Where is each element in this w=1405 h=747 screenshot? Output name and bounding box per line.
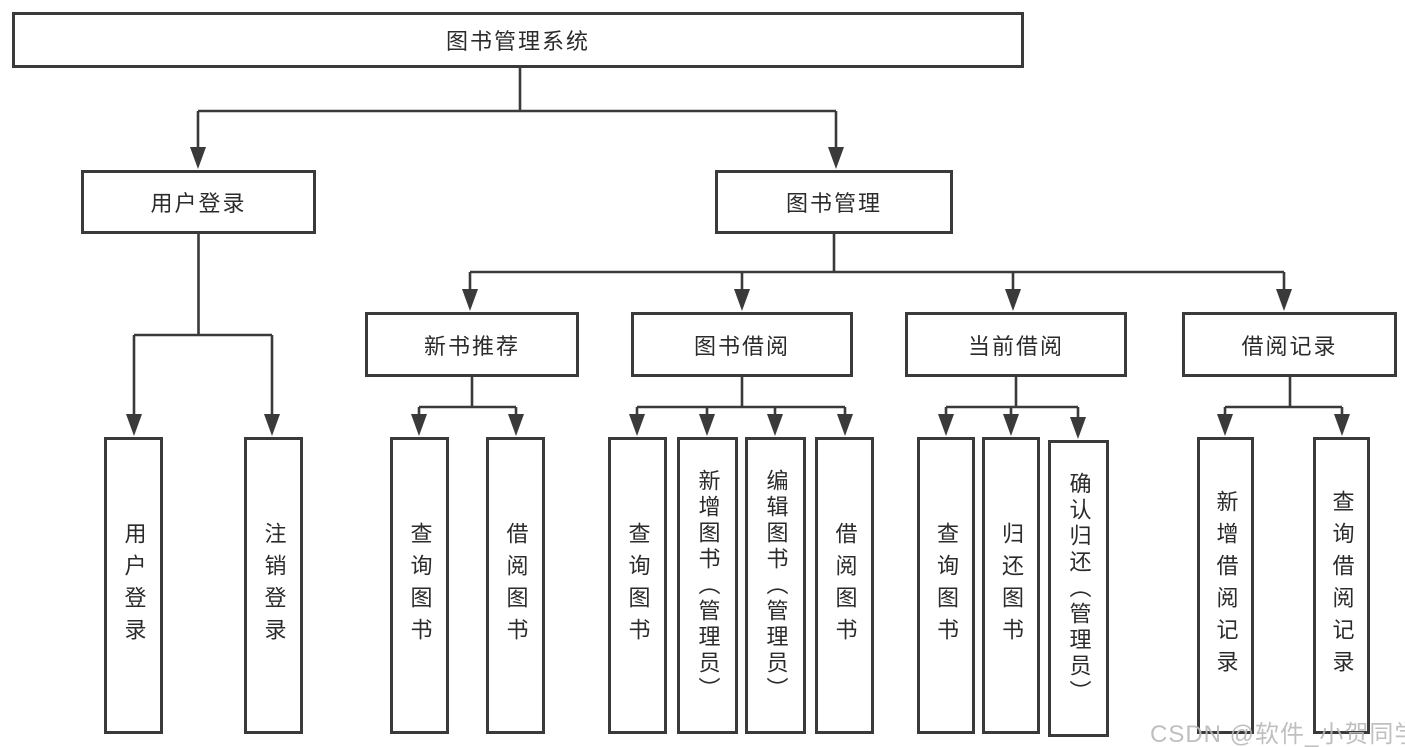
leaf-edit-book-admin: 编辑图书（管理员）	[745, 437, 806, 734]
node-label: 用户登录	[150, 191, 247, 216]
node-book-borrow: 图书借阅	[631, 312, 853, 377]
csdn-watermark: CSDN @软件_小贺同学	[1150, 721, 1405, 747]
leaf-query-borrow-record: 查询借阅记录	[1313, 437, 1370, 734]
leaf-borrow-books-1: 借阅图书	[486, 437, 545, 734]
node-current-borrow: 当前借阅	[905, 312, 1127, 377]
leaf-query-books-1: 查询图书	[390, 437, 449, 734]
arrow-down-icon	[1003, 414, 1019, 436]
arrow-down-icon	[1005, 289, 1021, 311]
node-label: 新书推荐	[423, 333, 520, 359]
leaf-add-borrow-record: 新增借阅记录	[1197, 437, 1254, 734]
arrow-down-icon	[938, 414, 954, 436]
leaf-label: 新增借阅记录	[1213, 489, 1239, 682]
leaf-add-book-admin: 新增图书（管理员）	[677, 437, 738, 734]
arrow-down-icon	[411, 414, 427, 436]
arrow-down-icon	[699, 414, 715, 436]
node-label: 图书借阅	[693, 333, 790, 359]
arrow-down-icon	[1070, 417, 1086, 439]
leaf-return-books: 归还图书	[982, 437, 1040, 734]
leaf-label: 查询图书	[407, 521, 433, 650]
leaf-query-books-2: 查询图书	[608, 437, 667, 734]
leaf-label: 借阅图书	[832, 521, 858, 650]
arrow-down-icon	[1217, 414, 1233, 436]
arrow-down-icon	[629, 414, 645, 436]
arrowhead-icons	[126, 147, 1350, 439]
arrow-down-icon	[837, 414, 853, 436]
arrow-down-icon	[1334, 414, 1350, 436]
leaf-query-books-3: 查询图书	[917, 437, 975, 734]
leaf-label: 查询图书	[934, 521, 959, 650]
leaf-borrow-books-2: 借阅图书	[815, 437, 874, 734]
arrow-down-icon	[734, 289, 750, 311]
node-book-management-branch: 图书管理	[715, 170, 953, 234]
leaf-label: 确认归还（管理员）	[1066, 471, 1092, 706]
arrow-down-icon	[767, 414, 783, 436]
node-root-label: 图书管理系统	[445, 29, 590, 54]
leaf-logout: 注销登录	[244, 437, 303, 734]
node-user-login-branch: 用户登录	[81, 170, 316, 234]
leaf-label: 借阅图书	[503, 521, 529, 650]
leaf-label: 编辑图书（管理员）	[763, 468, 789, 703]
node-new-book-recommend: 新书推荐	[365, 312, 579, 377]
node-root: 图书管理系统	[12, 12, 1024, 68]
leaf-label: 查询借阅记录	[1329, 489, 1355, 682]
leaf-label: 归还图书	[999, 521, 1024, 650]
arrow-down-icon	[126, 414, 142, 436]
leaf-label: 用户登录	[121, 521, 147, 650]
arrow-down-icon	[190, 147, 206, 169]
leaf-label: 新增图书（管理员）	[695, 468, 721, 703]
node-borrow-records: 借阅记录	[1182, 312, 1397, 377]
arrow-down-icon	[828, 147, 844, 169]
leaf-user-login: 用户登录	[104, 437, 163, 734]
leaf-label: 查询图书	[625, 521, 651, 650]
arrow-down-icon	[508, 414, 524, 436]
leaf-label: 注销登录	[261, 521, 287, 650]
arrow-down-icon	[1276, 289, 1292, 311]
arrow-down-icon	[264, 414, 280, 436]
node-label: 借阅记录	[1241, 333, 1338, 359]
arrow-down-icon	[462, 289, 478, 311]
leaf-confirm-return-admin: 确认归还（管理员）	[1048, 440, 1109, 737]
node-label: 当前借阅	[967, 333, 1064, 359]
node-label: 图书管理	[785, 191, 882, 216]
